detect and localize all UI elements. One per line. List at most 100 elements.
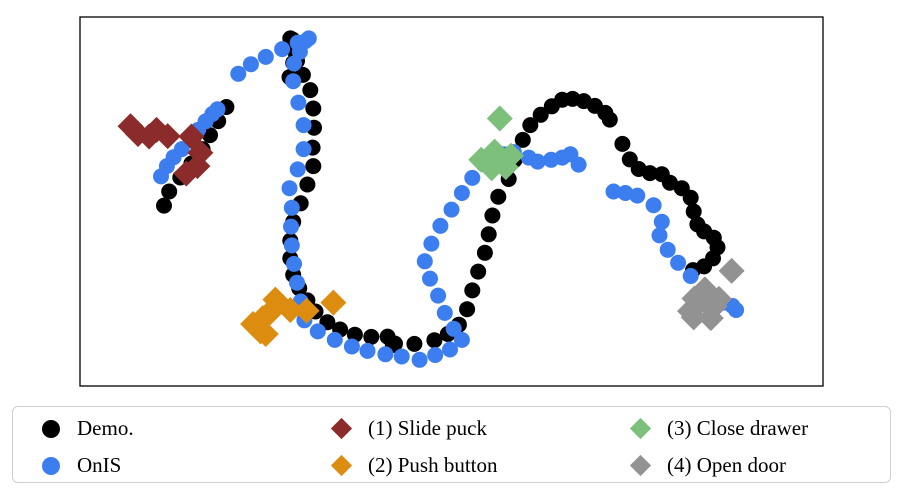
- point-onis: [230, 65, 247, 82]
- point-onis: [653, 213, 670, 230]
- point-1-slide-puck: [154, 123, 181, 150]
- diamond-marker-icon: [326, 454, 358, 477]
- point-onis: [257, 48, 274, 65]
- legend-label-onis: OnIS: [77, 453, 122, 477]
- point-onis: [295, 117, 312, 134]
- circle-marker-icon: [35, 455, 67, 477]
- point-onis: [464, 169, 481, 186]
- point-3-close-drawer: [486, 105, 513, 132]
- point-onis: [682, 268, 699, 284]
- point-demo: [514, 131, 531, 148]
- circle-marker-icon: [35, 418, 67, 440]
- point-demo: [299, 176, 316, 193]
- point-onis: [290, 94, 307, 111]
- diamond-marker-icon: [326, 417, 358, 440]
- point-onis: [430, 287, 447, 304]
- point-onis: [281, 180, 298, 197]
- scatter-plot: [79, 16, 824, 387]
- point-onis: [445, 320, 462, 337]
- point-onis: [343, 338, 360, 355]
- point-onis: [670, 254, 687, 271]
- point-onis: [629, 187, 646, 204]
- point-onis: [422, 270, 438, 287]
- point-demo: [484, 207, 501, 224]
- legend-label-demo: Demo.: [77, 416, 134, 440]
- point-onis: [423, 235, 440, 252]
- point-onis: [242, 56, 259, 73]
- legend-label-push-button: (2) Push button: [368, 453, 498, 477]
- point-demo: [522, 117, 539, 134]
- diamond-marker-icon: [625, 454, 657, 477]
- legend-label-close-drawer: (3) Close drawer: [667, 416, 809, 440]
- point-demo: [476, 244, 493, 261]
- point-demo: [302, 82, 319, 99]
- point-onis: [617, 185, 634, 201]
- point-onis: [283, 199, 300, 216]
- point-2-push-button: [320, 289, 347, 316]
- legend-item-push-button: (2) Push button: [326, 453, 498, 478]
- point-onis: [529, 153, 546, 170]
- point-demo: [682, 189, 699, 206]
- legend-item-slide-puck: (1) Slide puck: [326, 416, 487, 441]
- point-demo: [305, 100, 322, 117]
- point-onis: [289, 161, 306, 178]
- point-onis: [432, 217, 449, 234]
- point-onis: [285, 73, 302, 90]
- point-onis: [443, 201, 460, 218]
- point-onis: [645, 197, 662, 214]
- point-demo: [406, 335, 423, 352]
- point-demo: [363, 328, 380, 345]
- point-onis: [326, 331, 343, 348]
- point-onis: [570, 156, 587, 173]
- point-demo: [641, 165, 658, 182]
- point-demo: [614, 135, 631, 152]
- point-onis: [427, 347, 444, 363]
- point-onis: [286, 55, 302, 72]
- point-demo: [532, 106, 549, 123]
- point-demo: [464, 282, 481, 299]
- point-onis: [728, 302, 745, 318]
- point-demo: [426, 332, 443, 349]
- point-onis: [359, 342, 376, 359]
- point-onis: [283, 237, 300, 254]
- point-onis: [393, 348, 410, 365]
- point-1-slide-puck: [173, 160, 200, 187]
- legend-item-onis: OnIS: [35, 453, 121, 478]
- point-onis: [291, 43, 308, 60]
- legend-item-close-drawer: (3) Close drawer: [625, 416, 808, 441]
- point-onis: [283, 218, 299, 235]
- point-demo: [459, 301, 476, 318]
- point-onis: [453, 185, 470, 201]
- point-demo: [161, 183, 178, 200]
- point-onis: [286, 255, 302, 272]
- point-4-open-door: [718, 257, 745, 284]
- point-onis: [442, 341, 458, 358]
- legend-label-open-door: (4) Open door: [667, 453, 786, 477]
- point-onis: [209, 101, 226, 118]
- point-2-push-button: [277, 296, 304, 323]
- point-onis: [436, 304, 453, 321]
- point-2-push-button: [252, 320, 279, 347]
- point-4-open-door: [701, 293, 728, 320]
- point-onis: [651, 227, 668, 244]
- point-onis: [289, 274, 305, 291]
- legend: Demo. OnIS (1) Slide puck (2) Push butto…: [12, 406, 891, 483]
- point-onis: [605, 183, 622, 200]
- point-3-close-drawer: [497, 142, 524, 169]
- point-onis: [274, 41, 291, 58]
- diamond-marker-icon: [625, 417, 657, 440]
- point-demo: [601, 111, 618, 128]
- point-3-close-drawer: [478, 155, 505, 182]
- point-onis: [411, 351, 428, 368]
- point-demo: [661, 174, 678, 191]
- point-onis: [377, 346, 394, 363]
- point-onis: [309, 323, 326, 340]
- point-demo: [480, 226, 497, 243]
- point-onis: [416, 253, 433, 270]
- point-demo: [685, 203, 702, 220]
- point-2-push-button: [293, 297, 320, 324]
- legend-item-demo: Demo.: [35, 416, 134, 441]
- point-onis: [659, 241, 676, 258]
- point-onis: [295, 141, 312, 158]
- legend-label-slide-puck: (1) Slide puck: [368, 416, 487, 440]
